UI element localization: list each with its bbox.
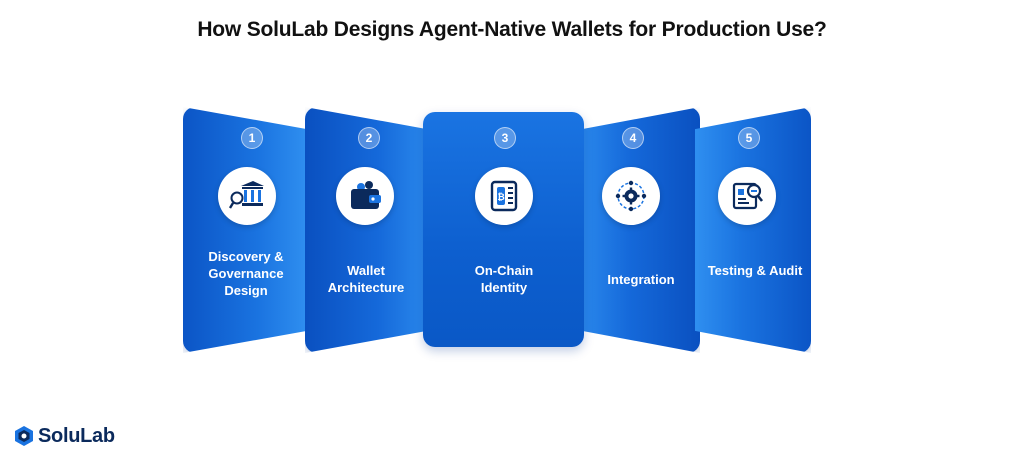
step-number-5: 5 — [738, 127, 760, 149]
step-number-4: 4 — [622, 127, 644, 149]
step-label-4: Integration — [591, 271, 691, 288]
step-card-1 — [183, 107, 307, 353]
step-label-1-line: Governance — [208, 266, 284, 281]
step-card-4 — [582, 107, 700, 353]
brand-name: SoluLab — [38, 424, 115, 447]
solulab-logo-icon — [15, 426, 33, 446]
step-label-3: On-Chain Identity — [454, 262, 554, 296]
step-label-1-line: Design — [224, 283, 268, 298]
gear-network-icon — [602, 167, 660, 225]
step-number-3: 3 — [494, 127, 516, 149]
step-label-2-line: Architecture — [327, 280, 405, 295]
step-label-4-line: Integration — [607, 272, 675, 287]
step-label-3-line: On-Chain — [474, 263, 534, 278]
step-number-1: 1 — [241, 127, 263, 149]
solulab-logo: SoluLab — [13, 424, 115, 448]
bank-search-icon — [218, 167, 276, 225]
step-label-3-line: Identity — [480, 280, 528, 295]
svg-text:₿: ₿ — [497, 192, 504, 202]
step-number-2: 2 — [358, 127, 380, 149]
wallet-icon — [336, 167, 394, 225]
identity-chip-icon: ₿ — [475, 167, 533, 225]
step-label-2-line: Wallet — [347, 263, 385, 278]
step-label-2: Wallet Architecture — [316, 262, 416, 296]
step-label-5-line: Testing & Audit — [707, 263, 803, 278]
audit-search-icon — [718, 167, 776, 225]
step-card-3 — [423, 112, 584, 347]
step-label-1: Discovery & Governance Design — [196, 248, 296, 299]
page-title: How SoluLab Designs Agent-Native Wallets… — [197, 18, 827, 41]
step-label-5: Testing & Audit — [699, 262, 811, 279]
step-label-1-line: Discovery & — [208, 249, 284, 264]
